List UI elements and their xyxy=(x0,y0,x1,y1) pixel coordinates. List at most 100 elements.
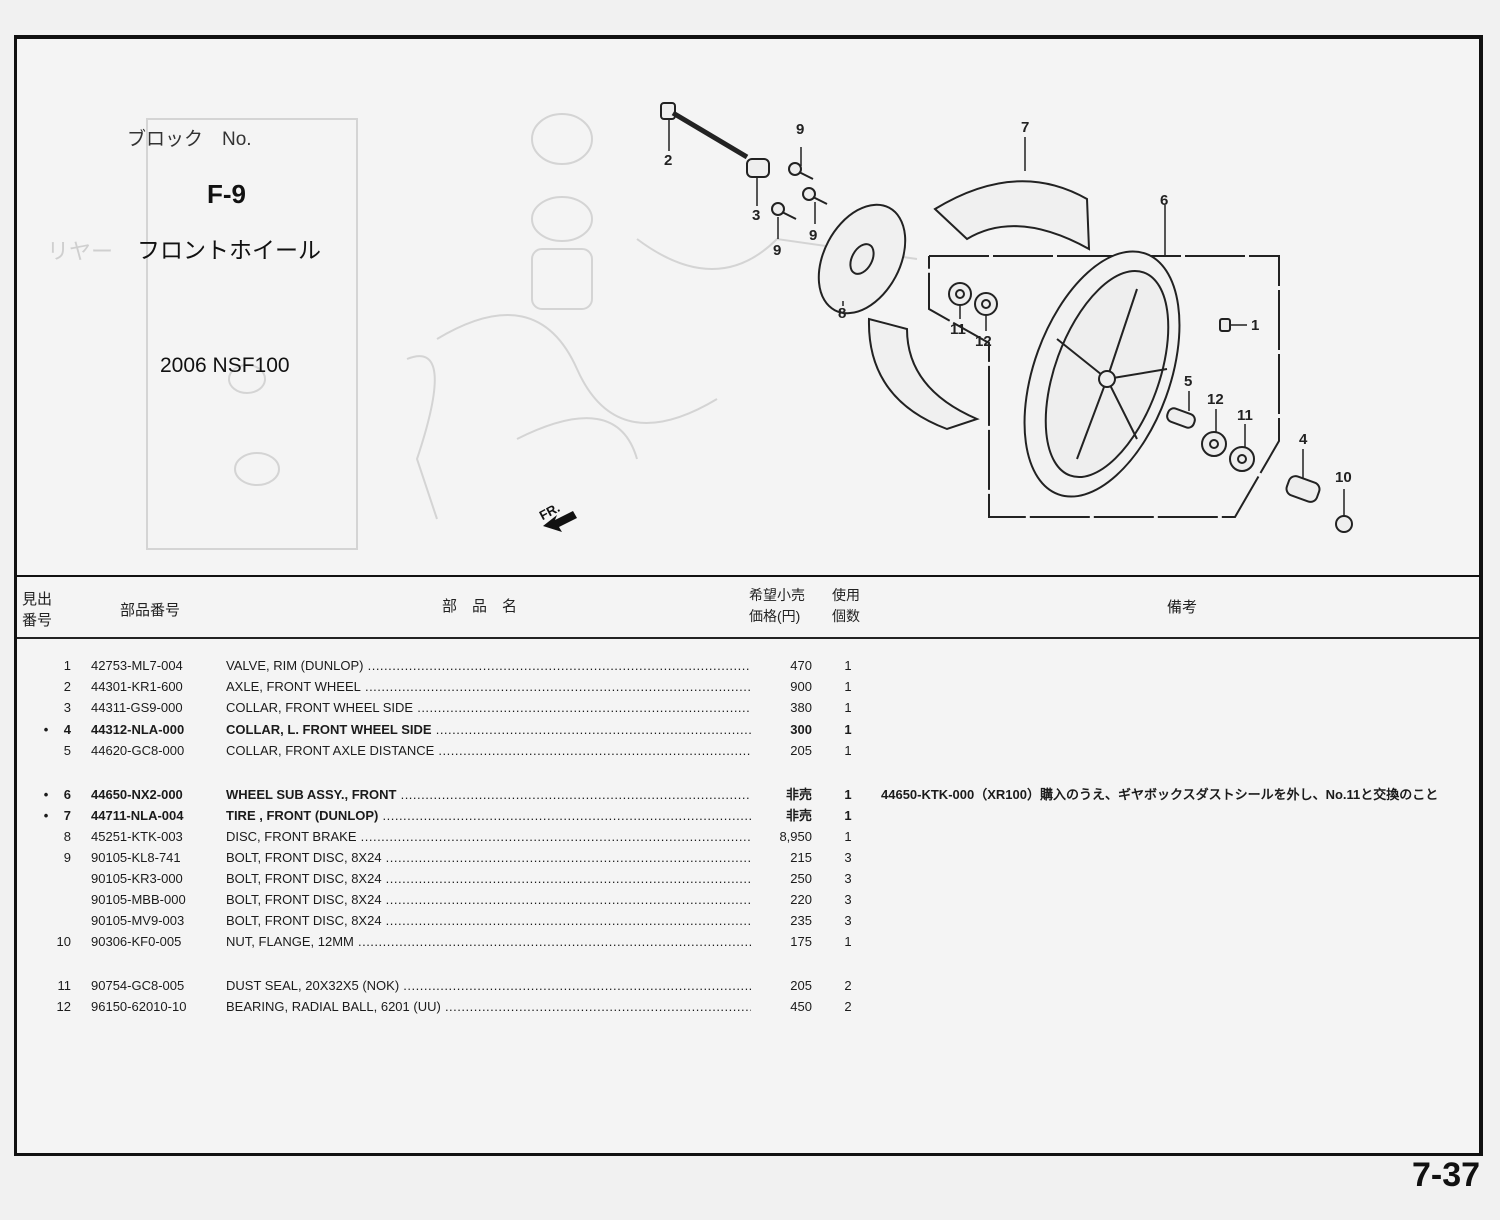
table-row[interactable]: 90105-MV9-003 BOLT, FRONT DISC, 8X24 235 3 xyxy=(17,910,1479,931)
retail-price: 470 xyxy=(790,658,812,673)
header-price-line2: 価格(円) xyxy=(749,608,801,624)
callout-7[interactable]: 7 xyxy=(1021,119,1030,136)
part-number: 44711-NLA-004 xyxy=(91,808,184,823)
ref-number: 12 xyxy=(56,999,71,1014)
part-number: 90105-MBB-000 xyxy=(91,892,186,907)
header-rule xyxy=(17,637,1479,639)
retail-price: 205 xyxy=(790,978,812,993)
part-description: VALVE, RIM (DUNLOP) xyxy=(226,655,751,676)
callout-1[interactable]: 1 xyxy=(1251,317,1260,334)
quantity: 2 xyxy=(844,978,852,993)
callout-9b[interactable]: 9 xyxy=(809,227,818,244)
ref-number: 7 xyxy=(63,808,71,823)
new-part-marker: • xyxy=(43,722,49,737)
quantity: 1 xyxy=(844,722,852,737)
part-description: COLLAR, L. FRONT WHEEL SIDE xyxy=(226,719,751,740)
part-description: BOLT, FRONT DISC, 8X24 xyxy=(226,889,751,910)
quantity: 1 xyxy=(844,787,852,802)
callout-11b[interactable]: 11 xyxy=(1237,407,1253,424)
retail-price: 非売 xyxy=(785,808,812,823)
callout-12a[interactable]: 12 xyxy=(975,333,992,350)
block-code: F-9 xyxy=(207,179,246,209)
retail-price: 300 xyxy=(790,722,812,737)
retail-price: 非売 xyxy=(785,787,812,802)
retail-price: 900 xyxy=(790,679,812,694)
quantity: 1 xyxy=(844,658,852,673)
quantity: 2 xyxy=(844,999,852,1014)
block-number-label: ブロック No. xyxy=(127,129,252,150)
part-number: 90105-KR3-000 xyxy=(91,871,183,886)
part-description: BEARING, RADIAL BALL, 6201 (UU) xyxy=(226,996,751,1017)
header-price: 希望小売 価格(円) xyxy=(749,585,805,627)
callout-11a[interactable]: 11 xyxy=(950,321,966,338)
part-number: 90105-MV9-003 xyxy=(91,913,185,928)
callout-12b[interactable]: 12 xyxy=(1207,391,1224,408)
exploded-diagram: リヤー ブロック No. F-9 フロントホイール 2006 NSF100 2 … xyxy=(17,39,1479,575)
part-description: BOLT, FRONT DISC, 8X24 xyxy=(226,868,751,889)
callout-10[interactable]: 10 xyxy=(1335,469,1352,486)
retail-price: 380 xyxy=(790,700,812,715)
part-description: COLLAR, FRONT WHEEL SIDE xyxy=(226,697,751,718)
quantity: 1 xyxy=(844,700,852,715)
retail-price: 215 xyxy=(790,850,812,865)
header-qty: 使用 個数 xyxy=(832,585,860,627)
header-ref-no-line1: 見出 xyxy=(22,591,53,608)
quantity: 3 xyxy=(844,850,852,865)
retail-price: 220 xyxy=(790,892,812,907)
ref-number: 11 xyxy=(57,978,72,993)
part-description: DUST SEAL, 20X32X5 (NOK) xyxy=(226,975,751,996)
table-row[interactable]: 90105-MBB-000 BOLT, FRONT DISC, 8X24 220 3 xyxy=(17,889,1479,910)
header-part-name: 部 品 名 xyxy=(442,598,518,615)
callout-4[interactable]: 4 xyxy=(1299,431,1308,448)
quantity: 1 xyxy=(844,808,852,823)
header-ref-no-line2: 番号 xyxy=(22,612,53,629)
quantity: 1 xyxy=(844,679,852,694)
quantity: 1 xyxy=(844,743,852,758)
part-number: 90306-KF0-005 xyxy=(91,934,182,949)
part-description: AXLE, FRONT WHEEL xyxy=(226,676,751,697)
retail-price: 205 xyxy=(790,743,812,758)
callout-9a[interactable]: 9 xyxy=(796,121,805,138)
callout-8[interactable]: 8 xyxy=(838,305,847,322)
callout-3[interactable]: 3 xyxy=(752,207,761,224)
part-description: COLLAR, FRONT AXLE DISTANCE xyxy=(226,740,751,761)
part-description: TIRE , FRONT (DUNLOP) xyxy=(226,805,751,826)
callout-6[interactable]: 6 xyxy=(1160,192,1169,209)
ref-number: 9 xyxy=(63,850,71,865)
quantity: 3 xyxy=(844,892,852,907)
block-name: フロントホイール xyxy=(137,237,321,263)
part-description: BOLT, FRONT DISC, 8X24 xyxy=(226,910,751,931)
callout-5[interactable]: 5 xyxy=(1184,373,1193,390)
quantity: 1 xyxy=(844,934,852,949)
part-description: WHEEL SUB ASSY., FRONT xyxy=(226,784,751,805)
retail-price: 235 xyxy=(790,913,812,928)
callout-9c[interactable]: 9 xyxy=(773,242,782,259)
quantity: 1 xyxy=(844,829,852,844)
ref-number: 2 xyxy=(63,679,71,694)
page-frame: リヤー ブロック No. F-9 フロントホイール 2006 NSF100 2 … xyxy=(14,35,1483,1156)
ref-number: 6 xyxy=(63,787,71,802)
part-number: 44620-GC8-000 xyxy=(91,743,185,758)
retail-price: 450 xyxy=(790,999,812,1014)
part-number: 42753-ML7-004 xyxy=(91,658,183,673)
quantity: 3 xyxy=(844,913,852,928)
ref-number: 10 xyxy=(56,934,71,949)
header-ref-no: 見出 番号 xyxy=(22,589,52,631)
callout-2[interactable]: 2 xyxy=(664,152,673,169)
part-number: 44312-NLA-000 xyxy=(91,722,185,737)
header-qty-line1: 使用 xyxy=(832,587,860,603)
